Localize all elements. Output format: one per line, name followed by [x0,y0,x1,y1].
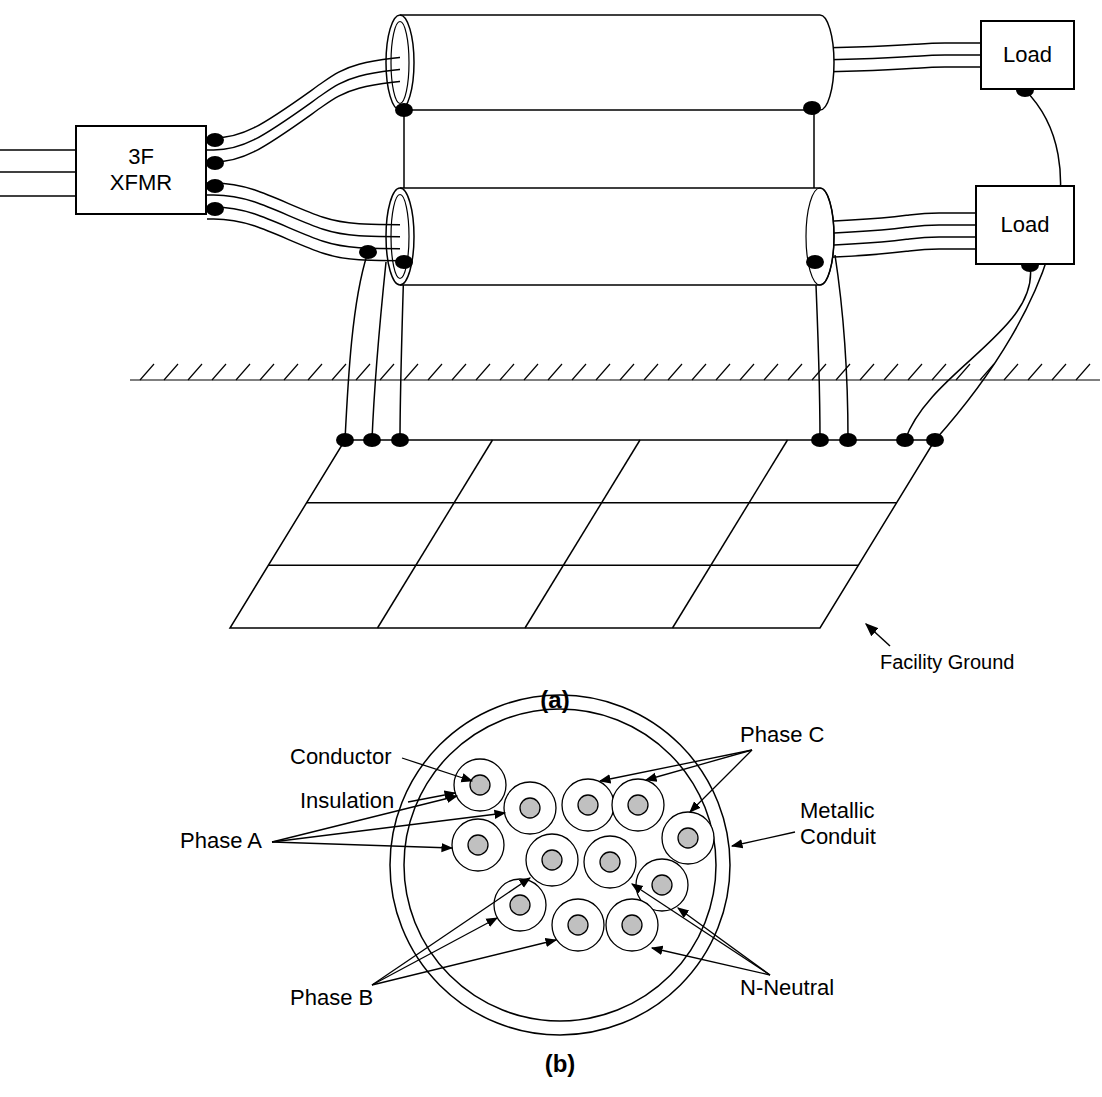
terminal-dot [206,133,224,147]
box-label: Load [1003,42,1052,68]
callout-label: Insulation [300,788,394,814]
callout-label: Metallic Conduit [800,798,910,851]
callout-label: N-Neutral [740,975,834,1001]
conduit-cross-section [390,695,730,1035]
input-lines [0,150,75,196]
ground-wires [345,90,1061,646]
callout-label: Phase C [740,722,824,748]
terminal-dot [206,179,224,193]
bond-point [336,83,1039,447]
terminal-dot [206,156,224,170]
transformer-box: 3F XFMR [75,125,207,215]
callout-label: Phase A [180,828,262,854]
callout-label: Facility Ground [880,650,1015,674]
terminal-dot [206,202,224,216]
bond-jumper [404,110,814,188]
callout-label: Phase B [290,985,373,1011]
load-box: Load [975,185,1075,265]
earth-surface [130,364,1100,380]
metallic-conduit [386,15,834,110]
box-label: 3F XFMR [105,144,177,197]
ground-grid [230,440,935,628]
callout-label: Conductor [290,744,392,770]
box-label: Load [1001,212,1050,238]
metallic-conduit [386,188,834,285]
figure-label: (a) [540,686,569,715]
figure-label: (b) [545,1050,576,1079]
load-box: Load [980,20,1075,90]
leader-lines [272,750,795,985]
